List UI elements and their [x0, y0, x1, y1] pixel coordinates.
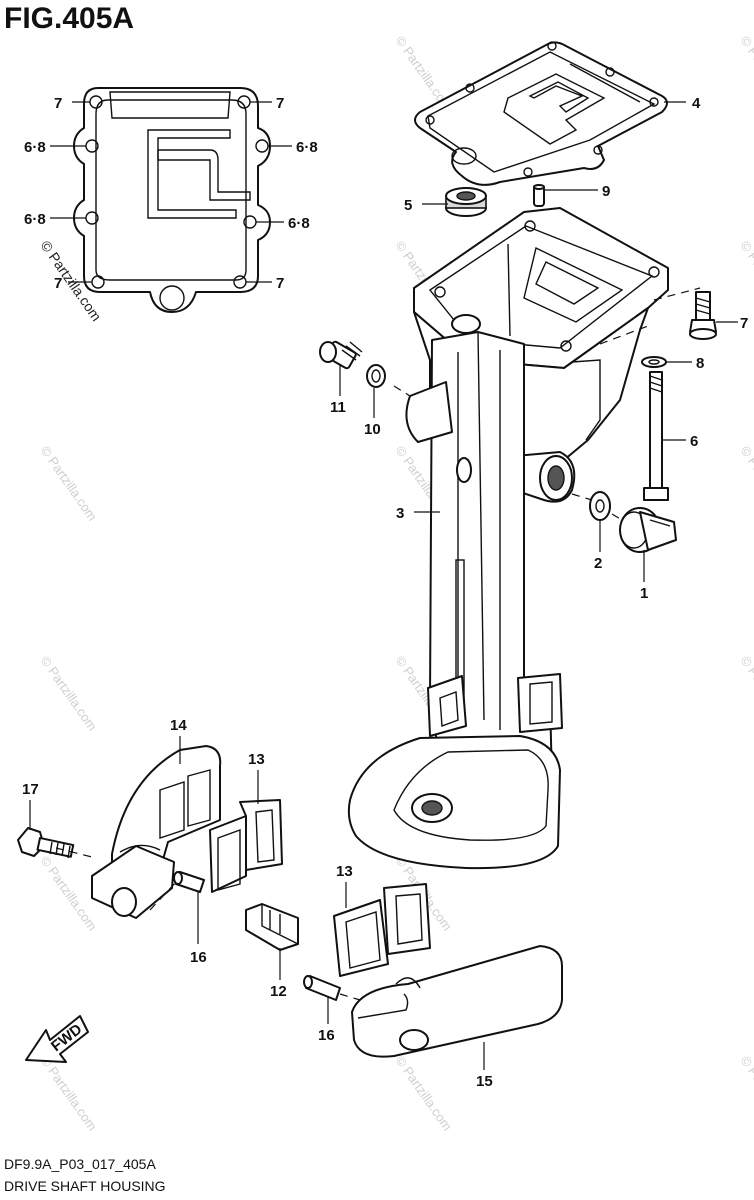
callout-7-gasket-bottom-left: 7 — [54, 275, 62, 292]
dowel-pin-part-9 — [533, 184, 545, 207]
watermark: © Partzilla.com — [38, 443, 101, 523]
callout-7-gasket-bottom-right: 7 — [276, 275, 284, 292]
gasket-detail — [73, 87, 271, 313]
watermark: © Partzilla.com — [738, 33, 754, 113]
figure-title: FIG.405A — [4, 2, 135, 35]
callout-13-lower: 13 — [336, 863, 353, 880]
drive-shaft-housing-part-3 — [347, 207, 669, 870]
watermark: © Partzilla.com — [38, 1053, 101, 1133]
pin-part-16-upper — [173, 871, 205, 893]
callout-2: 2 — [594, 555, 602, 572]
callout-11: 11 — [330, 399, 346, 416]
mount-bracket-part-14 — [91, 745, 222, 919]
lower-bracket-part-15 — [351, 945, 563, 1058]
leader-lines — [29, 101, 738, 1070]
seal-part-5 — [445, 187, 487, 217]
callout-7: 7 — [740, 315, 748, 332]
callout-3: 3 — [396, 505, 404, 522]
fwd-arrow: FWD — [25, 1015, 89, 1063]
figure-caption: DRIVE SHAFT HOUSING — [4, 1178, 166, 1194]
gasket-part-10 — [366, 364, 386, 388]
rubber-mount-part-13-lower — [333, 883, 431, 977]
callout-9: 9 — [602, 183, 610, 200]
watermark: © Partzilla.com — [738, 1053, 754, 1133]
callout-7-gasket-top-left: 7 — [54, 95, 62, 112]
watermark: © Partzilla.com — [393, 1053, 456, 1133]
washer-part-8 — [641, 356, 667, 368]
stopper-part-12 — [245, 903, 299, 951]
callout-6-8-gasket-right-lower: 6·8 — [288, 215, 310, 232]
callout-14: 14 — [170, 717, 187, 734]
figure-code: DF9.9A_P03_017_405A — [4, 1156, 156, 1172]
callout-17: 17 — [22, 781, 39, 798]
callout-6: 6 — [690, 433, 698, 450]
screw-part-11 — [319, 340, 363, 370]
rubber-mount-part-13-upper — [209, 799, 283, 893]
callout-4: 4 — [692, 95, 701, 112]
callout-6-8-gasket-left-upper: 6·8 — [24, 139, 46, 156]
callout-labels: 7 7 6·8 6·8 6·8 6·8 7 7 4 5 9 7 8 6 11 1… — [22, 95, 748, 1090]
watermark: © Partzilla.com — [738, 443, 754, 523]
watermark: © Partzilla.com — [38, 853, 101, 933]
callout-12: 12 — [270, 983, 287, 1000]
callout-1: 1 — [640, 585, 648, 602]
washer-part-2 — [589, 491, 611, 521]
watermark: © Partzilla.com — [738, 653, 754, 733]
callout-15: 15 — [476, 1073, 493, 1090]
callout-6-8-gasket-left-lower: 6·8 — [24, 211, 46, 228]
bolt-part-7 — [689, 291, 717, 340]
plug-part-1 — [619, 507, 677, 553]
bolt-part-6 — [643, 371, 669, 501]
bolt-part-17 — [17, 827, 75, 859]
callout-5: 5 — [404, 197, 412, 214]
pin-part-16-lower — [303, 975, 341, 1001]
watermark: © Partzilla.com — [738, 238, 754, 318]
callout-6-8-gasket-right-upper: 6·8 — [296, 139, 318, 156]
callout-8: 8 — [696, 355, 704, 372]
watermark: © Partzilla.com — [38, 653, 101, 733]
gasket-part-4 — [414, 41, 668, 186]
callout-16-upper: 16 — [190, 949, 207, 966]
callout-7-gasket-top-right: 7 — [276, 95, 284, 112]
callout-13-upper: 13 — [248, 751, 265, 768]
callout-10: 10 — [364, 421, 381, 438]
callout-16-lower: 16 — [318, 1027, 335, 1044]
